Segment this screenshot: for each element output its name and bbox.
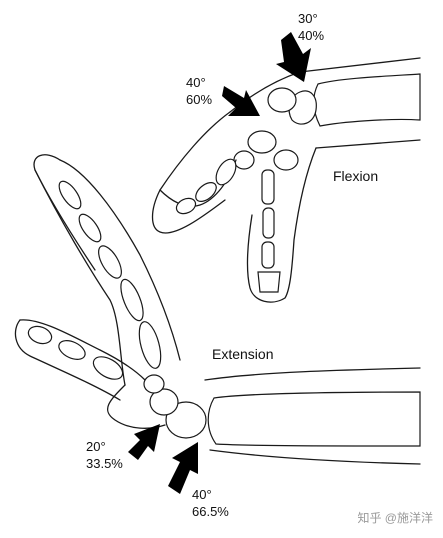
flexion-side-angle: 40° bbox=[186, 75, 206, 90]
extension-bottom-label: 40° 66.5% bbox=[192, 486, 229, 520]
extension-left-percent: 33.5% bbox=[86, 456, 123, 471]
flexion-title: Flexion bbox=[333, 168, 379, 184]
watermark: 知乎 @施洋洋 bbox=[357, 511, 433, 525]
arrow-flexion-top bbox=[276, 32, 311, 82]
extension-left-angle: 20° bbox=[86, 439, 106, 454]
flexion-hand bbox=[151, 57, 421, 303]
arrow-flexion-side bbox=[222, 86, 260, 116]
arrow-extension-bottom bbox=[168, 442, 198, 494]
extension-title: Extension bbox=[212, 346, 274, 362]
flexion-side-label: 40° 60% bbox=[186, 74, 212, 108]
flexion-top-angle: 30° bbox=[298, 11, 318, 26]
extension-bottom-angle: 40° bbox=[192, 487, 212, 502]
extension-bottom-percent: 66.5% bbox=[192, 504, 229, 519]
flexion-top-label: 30° 40% bbox=[298, 10, 324, 44]
arrow-extension-left bbox=[128, 424, 160, 460]
extension-hand bbox=[14, 154, 421, 465]
extension-left-label: 20° 33.5% bbox=[86, 438, 123, 472]
flexion-side-percent: 60% bbox=[186, 92, 213, 107]
flexion-top-percent: 40% bbox=[298, 28, 325, 43]
